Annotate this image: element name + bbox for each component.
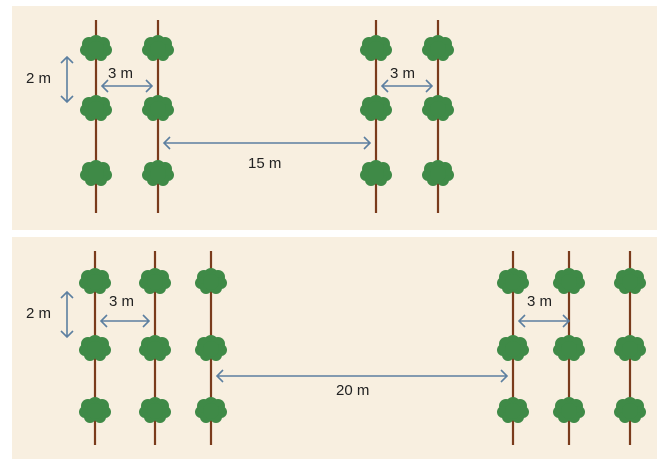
tree-icon (360, 160, 392, 186)
tree-icon (139, 335, 171, 361)
double-arrow-icon (60, 290, 74, 339)
double-arrow-icon (215, 369, 509, 383)
tree-icon (614, 397, 646, 423)
panel-20m-drawing (60, 251, 646, 445)
layout-panel-20m: 2 m 3 m 3 m 20 m (12, 237, 657, 459)
tree-icon (422, 160, 454, 186)
tree-icon (79, 268, 111, 294)
tree-icon (142, 95, 174, 121)
tree-icon (195, 335, 227, 361)
tree-icon (614, 335, 646, 361)
tree-icon (80, 35, 112, 61)
row-spacing-label-right: 3 m (527, 293, 553, 310)
tree-icon (614, 268, 646, 294)
tree-icon (195, 397, 227, 423)
tree-icon (79, 397, 111, 423)
row-spacing-label-left: 3 m (108, 65, 134, 82)
tree-icon (139, 268, 171, 294)
tree-icon (195, 268, 227, 294)
tree-icon (497, 335, 529, 361)
in-row-spacing-label: 2 m (26, 305, 52, 322)
tree-icon (139, 397, 171, 423)
tree-icon (80, 95, 112, 121)
tree-icon (497, 268, 529, 294)
tree-icon (497, 397, 529, 423)
double-arrow-icon (517, 314, 571, 328)
row-spacing-label-right: 3 m (390, 65, 416, 82)
double-arrow-icon (60, 55, 74, 104)
alley-width-label: 20 m (336, 382, 370, 399)
tree-icon (553, 397, 585, 423)
tree-icon (360, 35, 392, 61)
double-arrow-icon (100, 79, 154, 93)
panel-15m-drawing (60, 20, 454, 213)
double-arrow-icon (162, 136, 372, 150)
tree-icon (142, 35, 174, 61)
tree-icon (79, 335, 111, 361)
tree-icon (142, 160, 174, 186)
row-spacing-label-left: 3 m (109, 293, 135, 310)
alley-width-label: 15 m (248, 155, 282, 172)
tree-icon (422, 95, 454, 121)
tree-icon (80, 160, 112, 186)
tree-icon (422, 35, 454, 61)
double-arrow-icon (99, 314, 151, 328)
in-row-spacing-label: 2 m (26, 70, 52, 87)
double-arrow-icon (380, 79, 434, 93)
tree-icon (553, 335, 585, 361)
tree-icon (360, 95, 392, 121)
tree-icon (553, 268, 585, 294)
layout-panel-15m: 2 m 3 m 3 m 15 m (12, 6, 657, 230)
